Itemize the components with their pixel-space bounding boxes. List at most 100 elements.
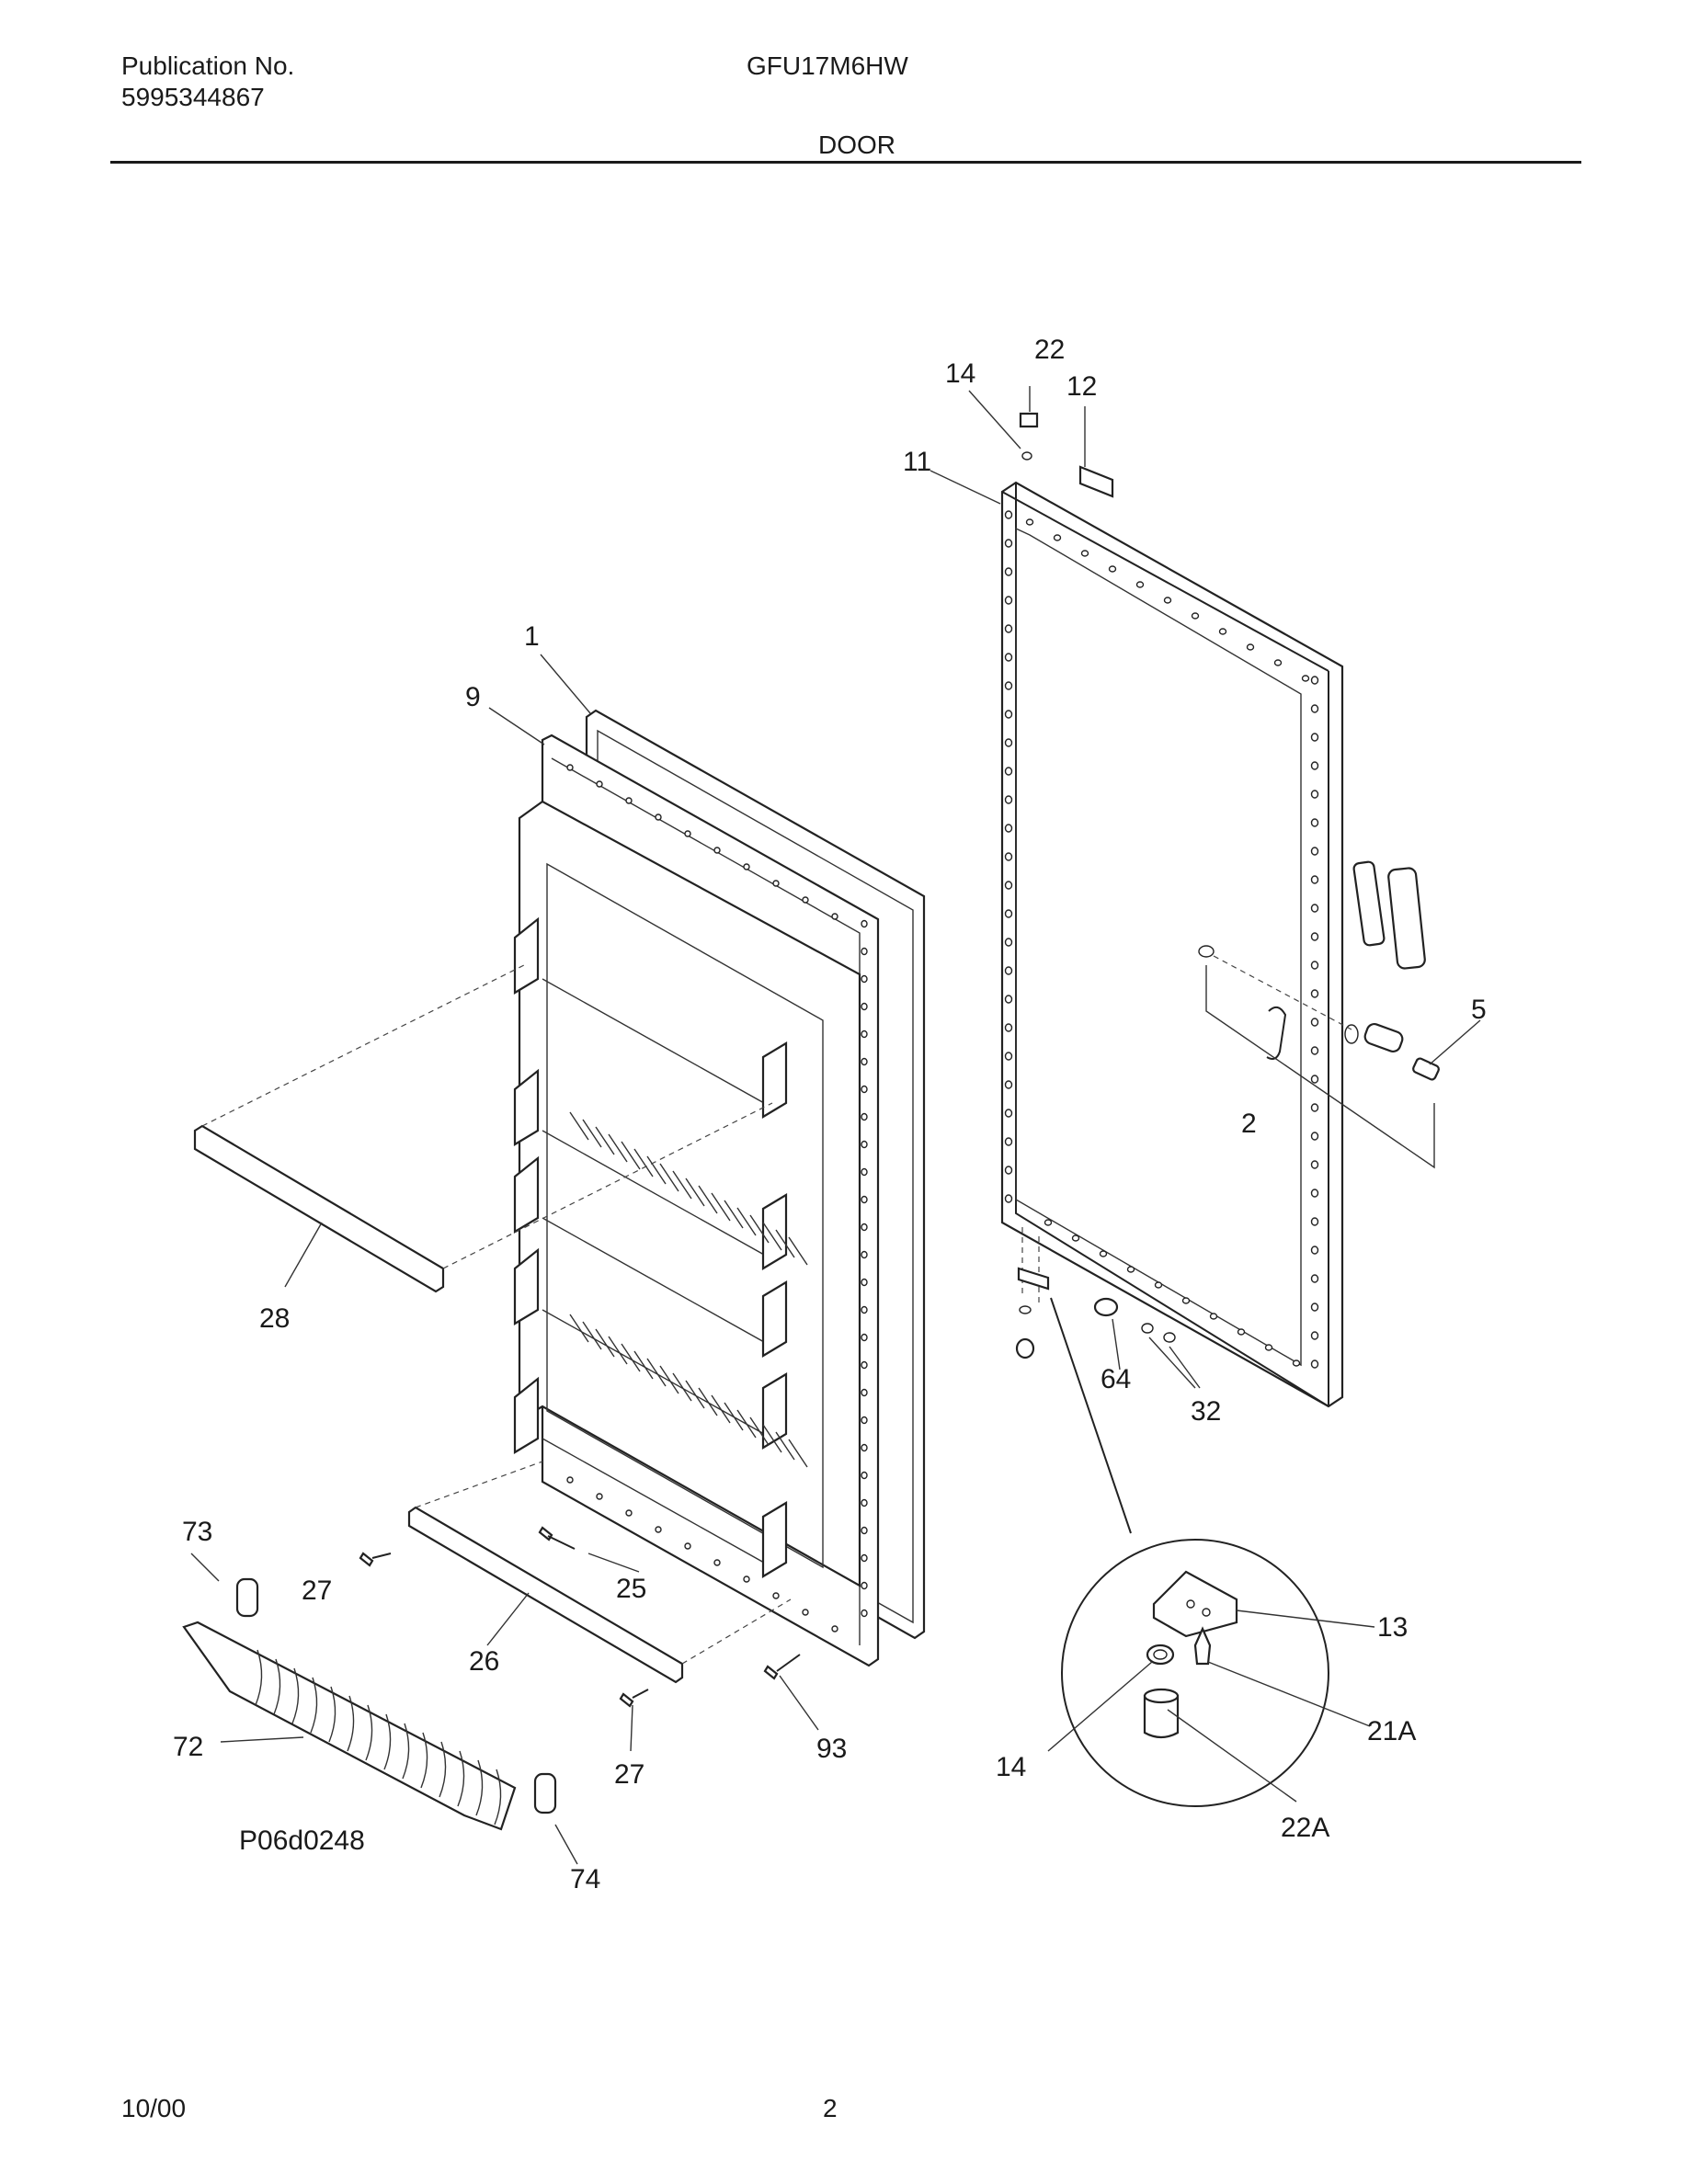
screw-hole <box>684 830 691 837</box>
screw-hole <box>861 1002 868 1011</box>
screw-hole <box>1004 1194 1013 1203</box>
screw-hole <box>1126 1266 1135 1273</box>
shelf-grate-line <box>685 1177 705 1207</box>
screw-hole <box>1004 1080 1013 1089</box>
screw-hole <box>1004 938 1013 947</box>
screw-hole <box>861 1029 868 1039</box>
screw-hole <box>1310 1302 1319 1312</box>
screw-hole <box>861 1085 868 1094</box>
screw-hole <box>861 1388 868 1397</box>
shelf-grate-line <box>646 1358 667 1387</box>
screw-hole <box>1154 1281 1163 1289</box>
screw-hole <box>596 1493 603 1500</box>
screw-hole <box>1292 1359 1301 1367</box>
basket-wire <box>402 1723 410 1780</box>
shelf-rest <box>761 1193 788 1270</box>
callout-74: 74 <box>570 1864 600 1894</box>
screw-hole <box>861 1360 868 1370</box>
callout-14-top: 14 <box>945 358 975 389</box>
screw-hole <box>1310 1160 1319 1169</box>
screw-hole <box>1181 1297 1191 1304</box>
screw-hole <box>1099 1250 1108 1257</box>
shelf-grate-line <box>672 1372 692 1402</box>
callout-9: 9 <box>465 682 481 712</box>
screw-hole <box>861 1443 868 1452</box>
shelf-grate-line <box>582 1321 602 1350</box>
model-number: GFU17M6HW <box>747 51 908 80</box>
shelf-grate-line <box>788 1236 808 1266</box>
callout-32: 32 <box>1191 1396 1221 1427</box>
screw-hole <box>1209 1313 1218 1320</box>
callout-73: 73 <box>182 1517 212 1547</box>
screw-hole <box>861 1195 868 1204</box>
drawing-code: P06d0248 <box>239 1826 365 1856</box>
screw-hole <box>1310 676 1319 685</box>
screw-hole <box>1071 1234 1080 1242</box>
screw-hole <box>1004 567 1013 576</box>
callout-25: 25 <box>616 1574 646 1604</box>
shelf-grate-line <box>775 1431 795 1461</box>
shelf-grate-line <box>736 1207 757 1236</box>
screw-hole <box>1004 909 1013 918</box>
basket-wire <box>420 1732 428 1789</box>
callout-27-left: 27 <box>302 1575 332 1606</box>
screw-hole <box>1310 1103 1319 1112</box>
screw-hole <box>1004 1109 1013 1118</box>
basket-wire <box>365 1704 373 1761</box>
shelf-rest <box>761 1041 788 1119</box>
shelf-grate-line <box>659 1365 679 1394</box>
screws <box>359 1526 801 1708</box>
door-basket <box>182 1577 557 1831</box>
shelf-grate-line <box>685 1380 705 1409</box>
shelf-grate-line <box>724 1402 744 1431</box>
screw-hole <box>1004 881 1013 890</box>
screw-hole <box>1310 1046 1319 1055</box>
screw-hole <box>772 1592 780 1599</box>
basket-wire <box>328 1686 336 1743</box>
callout-12: 12 <box>1066 371 1097 402</box>
screw-hole <box>1310 818 1319 827</box>
basket-wire <box>255 1649 263 1706</box>
screw-hole <box>861 1553 868 1563</box>
shelf-grate-line <box>749 1416 770 1446</box>
basket-wire <box>494 1769 502 1826</box>
basket-wire <box>439 1741 447 1798</box>
callout-1: 1 <box>524 621 540 652</box>
inner-door-liner <box>513 734 880 1667</box>
screw-hole <box>684 1542 691 1550</box>
shelf-grate-line <box>621 1343 641 1372</box>
section-title: DOOR <box>818 131 895 159</box>
screw-hole <box>1310 1246 1319 1255</box>
screw-hole <box>1044 1219 1053 1226</box>
screw-hole <box>713 1559 721 1566</box>
screw-hole <box>596 780 603 788</box>
shelf-grate-line <box>646 1155 667 1185</box>
screw-hole <box>1004 738 1013 747</box>
shelf-grate-line <box>672 1170 692 1200</box>
screw-hole <box>1301 675 1310 682</box>
screw-hole <box>1310 932 1319 941</box>
screw-hole <box>802 1609 809 1616</box>
screw-hole <box>1310 1075 1319 1084</box>
screw-hole <box>713 847 721 854</box>
leader-lines <box>190 386 1481 1865</box>
shelf-grate-line <box>608 1133 628 1163</box>
screw-hole <box>1273 659 1283 666</box>
shelf-grate-line <box>595 1126 615 1155</box>
shelf-grate-line <box>736 1409 757 1439</box>
shelf-rest <box>761 1501 788 1578</box>
callout-22a: 22A <box>1281 1813 1329 1843</box>
screw-hole <box>1163 597 1172 604</box>
screw-hole <box>1218 628 1227 635</box>
shelf-rest <box>761 1372 788 1450</box>
shelf-rest <box>761 1280 788 1358</box>
screw-hole <box>1310 1018 1319 1027</box>
screw-hole <box>743 863 750 870</box>
basket-wire <box>383 1713 392 1770</box>
screw-hole <box>1310 989 1319 998</box>
shelf-rest <box>513 1247 540 1325</box>
outer-door-panel <box>1000 412 1440 1408</box>
hinge-detail-view <box>1050 1297 1329 1807</box>
shelf-grate-line <box>698 1185 718 1214</box>
shelf-bar-28 <box>193 964 773 1293</box>
